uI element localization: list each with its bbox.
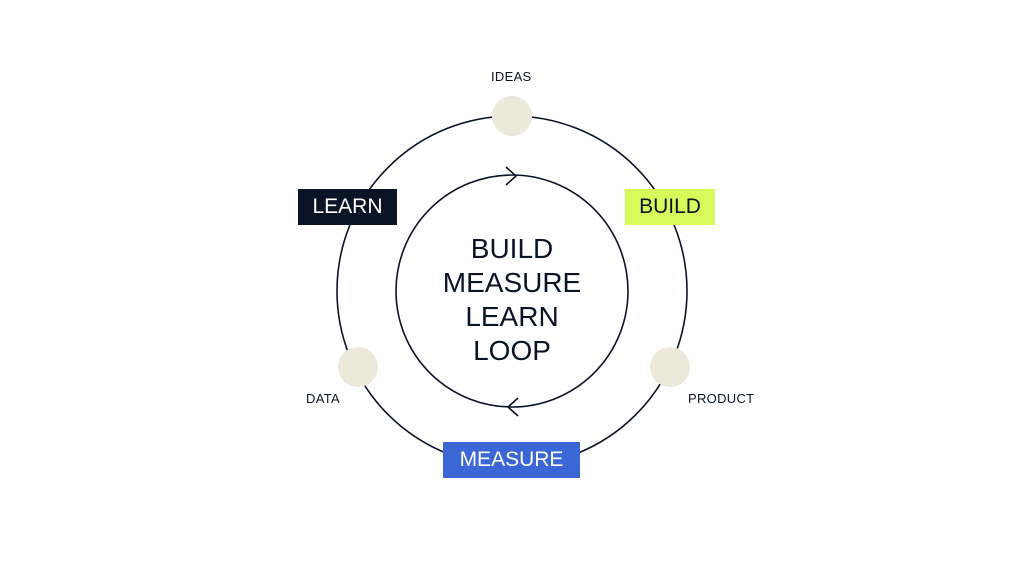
data-label: DATA (306, 391, 340, 406)
product-label: PRODUCT (688, 391, 755, 406)
center-title-line: LOOP (473, 335, 551, 366)
center-title-line: MEASURE (442, 267, 582, 298)
arrow-left-icon (506, 397, 519, 417)
measure-stage-label: MEASURE (443, 442, 580, 478)
learn-stage-label: LEARN (298, 189, 397, 225)
center-title-line: LEARN (465, 301, 559, 332)
ideas-node (492, 96, 532, 136)
data-node (338, 347, 378, 387)
arrow-right-icon (505, 166, 518, 186)
inner-loop-ring (395, 174, 629, 408)
ideas-label: IDEAS (491, 69, 532, 84)
product-node (650, 347, 690, 387)
build-stage-label: BUILD (625, 189, 715, 225)
center-title-line: BUILD (470, 233, 554, 264)
center-title: BUILD MEASURE LEARN LOOP (412, 232, 612, 368)
